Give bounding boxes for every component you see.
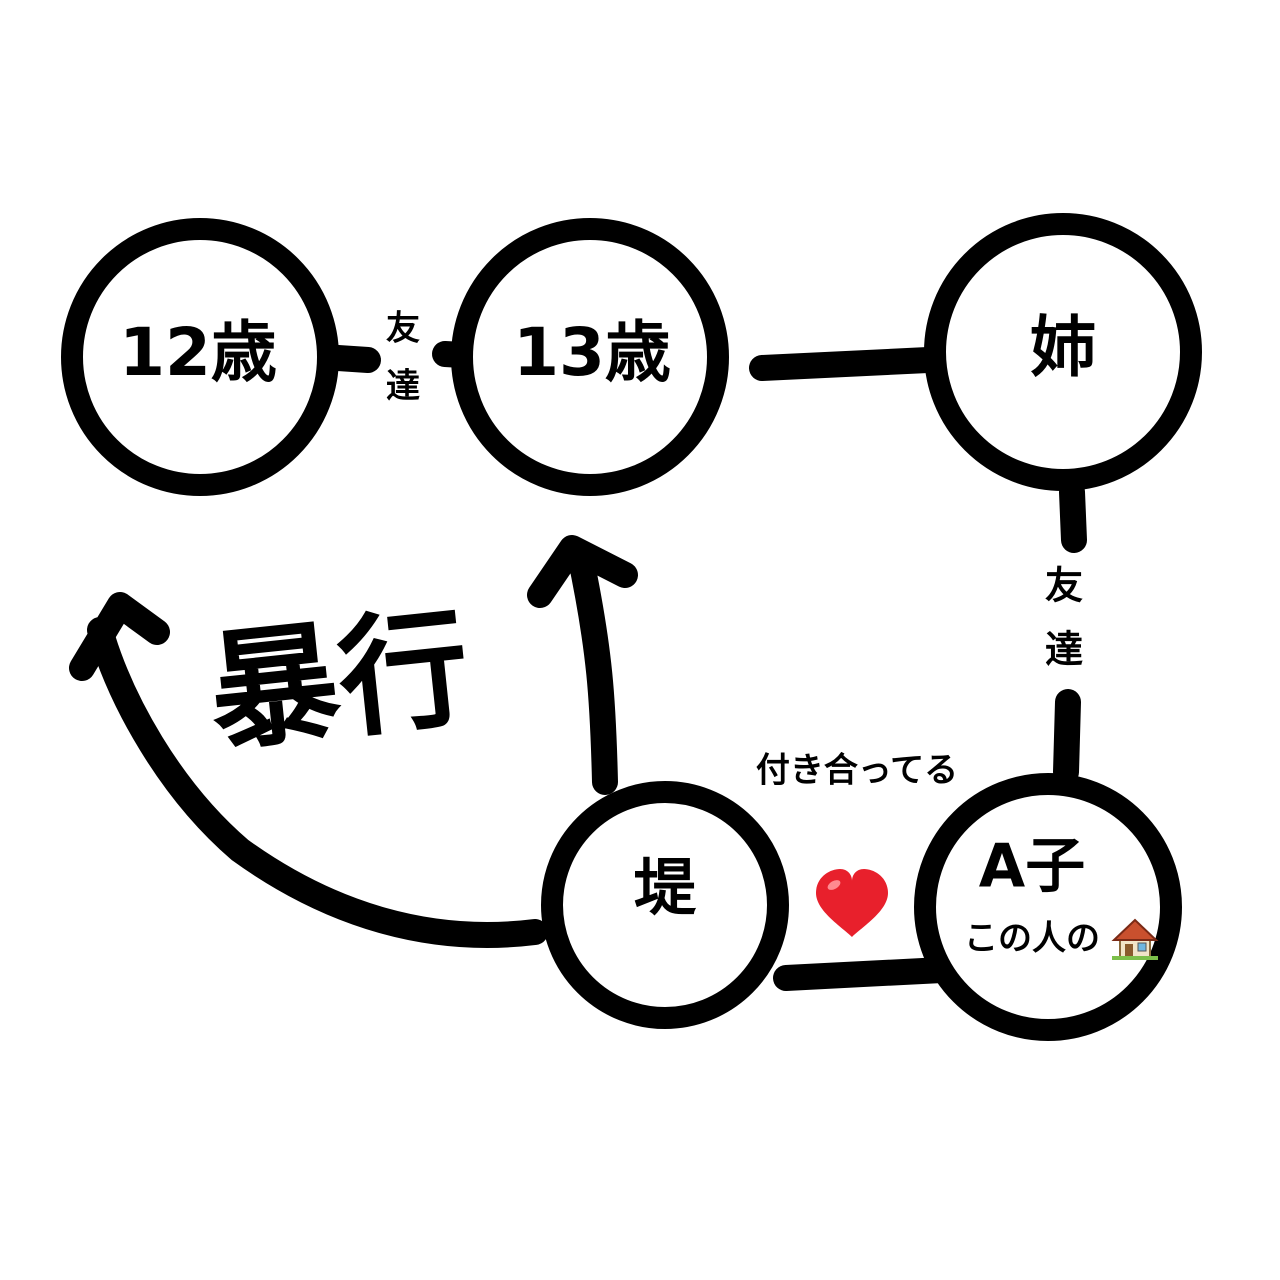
node-tsutsumi: 堤 [541,781,789,1029]
connectors [325,341,1087,991]
node-age13-label: 13歳 [513,314,671,391]
friends-top-label-1: 友 [386,309,420,349]
violence-label: 暴行 [202,592,476,770]
friends-top-label-2: 達 [386,367,420,407]
arrow-to-12-head [69,592,170,681]
connector-friends-akko [1053,689,1081,785]
friends-right-label-2: 達 [1045,628,1083,672]
connector-12-friends [325,345,381,373]
violence-arrows [69,535,638,948]
node-sister-label: 姉 [1030,309,1096,386]
connector-13-sister [749,347,941,381]
node-sister: 姉 [924,213,1202,491]
node-age13: 13歳 [451,218,729,496]
dating-label: 付き合ってる [756,751,958,791]
node-tsutsumi-label: 堤 [634,851,697,924]
house-icon [1111,918,1159,960]
connector-sister-friends [1059,479,1087,553]
arrow-to-13-shaft [567,542,618,795]
arrow-to-12-shaft [87,617,548,948]
node-akko-label: A子 [979,832,1085,902]
node-sister-circle [924,213,1202,491]
node-age12-label: 12歳 [119,314,277,391]
connector-tsutsumi-akko [773,957,955,991]
heart-icon [816,869,888,937]
node-age12-circle [61,218,339,496]
node-akko: A子 この人の [914,773,1182,1041]
arrow-to-13-head [527,535,638,608]
node-age12: 12歳 [61,218,339,496]
node-akko-circle [914,773,1182,1041]
node-tsutsumi-circle [541,781,789,1029]
node-age13-circle [451,218,729,496]
friends-right-label-1: 友 [1045,564,1083,608]
node-akko-note: この人の [964,919,1100,959]
